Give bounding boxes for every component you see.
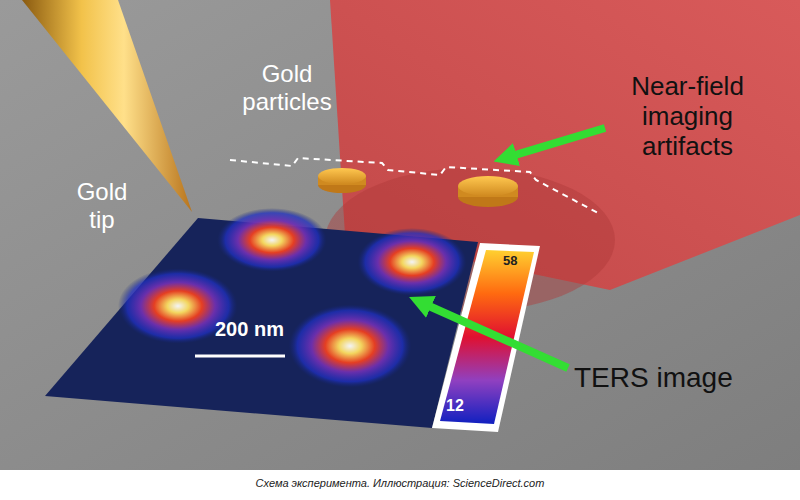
callout-label: Near-field imaging artifacts	[605, 72, 770, 162]
part-label: Gold tip	[62, 178, 142, 233]
part-label: Gold particles	[222, 60, 352, 115]
caption: Схема эксперимента. Иллюстрация: Science…	[0, 477, 800, 490]
scale-label: 200 nm	[215, 318, 325, 341]
scale-value: 58	[503, 254, 533, 269]
scale-value: 12	[446, 397, 476, 415]
callout-label: TERS image	[574, 362, 774, 394]
